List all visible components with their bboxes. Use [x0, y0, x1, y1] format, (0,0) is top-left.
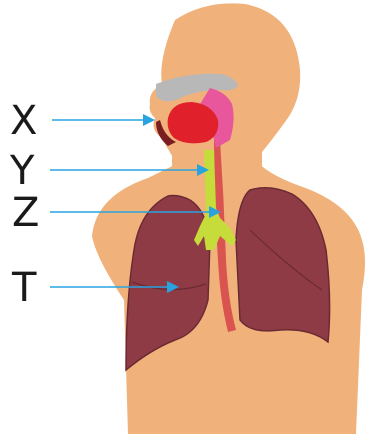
label-t: T [11, 265, 37, 311]
label-y: Y [9, 148, 35, 194]
label-x: X [10, 98, 37, 144]
body-silhouette [92, 3, 365, 434]
labels: X Y Z T [9, 98, 39, 311]
label-z: Z [12, 190, 39, 236]
